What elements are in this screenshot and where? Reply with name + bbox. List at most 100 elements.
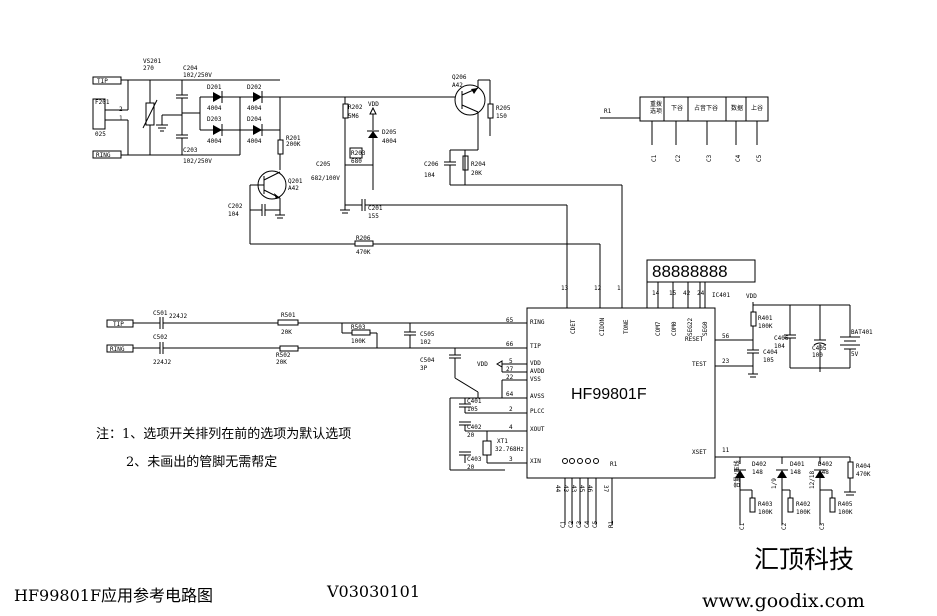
svg-text:PLCC: PLCC — [530, 408, 545, 415]
company-website: www.goodix.com — [702, 590, 865, 612]
svg-text:C4: C4 — [584, 520, 591, 528]
svg-text:100K: 100K — [351, 338, 366, 345]
svg-text:44: 44 — [554, 485, 561, 493]
svg-text:下谷: 下谷 — [671, 104, 683, 112]
svg-text:R206: R206 — [356, 235, 371, 242]
svg-text:46: 46 — [586, 485, 593, 493]
svg-text:D402: D402 — [818, 461, 833, 468]
svg-text:4004: 4004 — [247, 105, 262, 112]
svg-text:重拨: 重拨 — [650, 100, 662, 108]
svg-text:上谷: 上谷 — [751, 104, 763, 112]
svg-text:C1: C1 — [560, 520, 567, 528]
svg-text:C5: C5 — [756, 154, 763, 162]
svg-text:32.768Hz: 32.768Hz — [495, 446, 524, 453]
svg-text:4004: 4004 — [247, 138, 262, 145]
svg-text:C3: C3 — [576, 520, 583, 528]
svg-text:VDD: VDD — [477, 361, 488, 368]
svg-text:C204: C204 — [183, 65, 198, 72]
svg-text:14: 14 — [652, 290, 660, 297]
svg-text:64: 64 — [506, 391, 514, 398]
svg-text:VDD: VDD — [530, 360, 541, 367]
svg-text:100K: 100K — [796, 509, 811, 516]
svg-text:100K: 100K — [758, 509, 773, 516]
svg-text:11: 11 — [722, 447, 730, 454]
svg-text:27: 27 — [506, 366, 514, 373]
svg-text:R1: R1 — [604, 108, 612, 115]
svg-text:VDD: VDD — [746, 293, 757, 300]
svg-text:C2: C2 — [781, 522, 788, 530]
svg-text:C505: C505 — [420, 331, 435, 338]
svg-text:C404: C404 — [763, 349, 778, 356]
svg-text:R202: R202 — [348, 104, 363, 111]
svg-text:D202: D202 — [247, 84, 262, 91]
svg-text:148: 148 — [818, 469, 829, 476]
line-terminals-top: TIP RING F201 025 21 — [92, 76, 280, 159]
svg-text:CDET: CDET — [570, 319, 577, 334]
svg-text:D203: D203 — [207, 116, 222, 123]
svg-text:COM7: COM7 — [655, 321, 662, 336]
svg-text:D205: D205 — [382, 129, 397, 136]
varistor-vs201: VS201 270 — [142, 58, 161, 155]
note-line-1: 注：1、选项开关排列在前的选项为默认选项 — [96, 427, 352, 442]
svg-text:XIN: XIN — [530, 458, 541, 465]
svg-text:TIP: TIP — [530, 343, 541, 350]
svg-text:C2: C2 — [675, 154, 682, 162]
svg-text:100K: 100K — [838, 509, 853, 516]
svg-text:数据: 数据 — [731, 104, 743, 112]
svg-text:148: 148 — [790, 469, 801, 476]
svg-text:R201: R201 — [286, 135, 301, 142]
svg-text:选项: 选项 — [650, 107, 662, 115]
svg-text:105: 105 — [467, 406, 478, 413]
svg-text:F201: F201 — [95, 99, 110, 106]
svg-text:5V: 5V — [851, 351, 859, 358]
transistor-q201: R201 200K Q201 A42 C202 104 — [228, 135, 355, 245]
svg-text:56: 56 — [722, 333, 730, 340]
svg-text:20: 20 — [467, 464, 475, 471]
svg-text:C1: C1 — [739, 522, 746, 530]
svg-text:100: 100 — [812, 352, 823, 359]
svg-text:C3: C3 — [706, 154, 713, 162]
svg-text:270: 270 — [143, 65, 154, 72]
svg-text:R502: R502 — [276, 352, 291, 359]
svg-text:R203: R203 — [351, 150, 366, 157]
svg-text:20K: 20K — [281, 329, 292, 336]
svg-text:12/18: 12/18 — [809, 471, 816, 489]
svg-text:R205: R205 — [496, 105, 511, 112]
svg-text:C202: C202 — [228, 203, 243, 210]
svg-text:VS201: VS201 — [143, 58, 161, 65]
svg-text:C1: C1 — [651, 154, 658, 162]
svg-text:C205: C205 — [316, 161, 331, 168]
svg-text:43: 43 — [562, 485, 569, 493]
svg-text:224J2: 224J2 — [153, 359, 171, 366]
lcd-display: 88888888 IC401 — [646, 259, 756, 308]
svg-text:C5: C5 — [592, 520, 599, 528]
svg-text:Q206: Q206 — [452, 74, 467, 81]
capacitors-c204-c203: C204 102/250V C203 102/250V — [156, 65, 212, 165]
svg-text:13: 13 — [561, 285, 569, 292]
svg-text:R204: R204 — [471, 161, 486, 168]
svg-text:TEST: TEST — [692, 361, 707, 368]
svg-text:4004: 4004 — [382, 138, 397, 145]
company-logo-text: 汇顶科技 — [754, 545, 855, 574]
svg-text:COM0: COM0 — [671, 321, 678, 336]
svg-text:SEG0: SEG0 — [702, 321, 709, 336]
svg-text:CIDON: CIDON — [599, 318, 606, 336]
svg-text:D402: D402 — [752, 461, 767, 468]
footer-title: HF99801F应用参考电路图 — [14, 586, 214, 605]
svg-text:R501: R501 — [281, 312, 296, 319]
svg-text:A42: A42 — [288, 185, 299, 192]
svg-text:1: 1 — [119, 115, 123, 122]
svg-text:148: 148 — [752, 469, 763, 476]
svg-text:R405: R405 — [838, 501, 853, 508]
svg-text:4004: 4004 — [207, 138, 222, 145]
svg-text:23: 23 — [722, 358, 730, 365]
svg-text:RING: RING — [96, 152, 111, 159]
transistor-q206: Q206 A42 R205 150 R204 20K C206 104 — [345, 74, 623, 308]
svg-text:Q201: Q201 — [288, 178, 303, 185]
svg-text:TIP: TIP — [97, 78, 108, 85]
svg-text:C504: C504 — [420, 357, 435, 364]
